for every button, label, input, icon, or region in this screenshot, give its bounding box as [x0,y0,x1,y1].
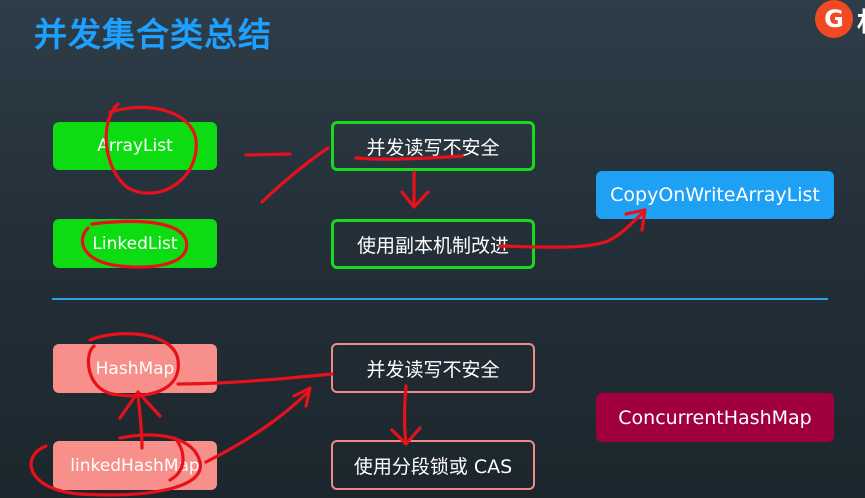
arraylist-label: ArrayList [97,136,173,156]
list-problem-label: 并发读写不安全 [366,136,500,159]
arraylist-box: ArrayList [53,122,217,170]
linkedhashmap-label: linkedHashMap [70,455,200,476]
map-solution-box: 使用分段锁或 CAS [331,440,535,490]
linkedlist-label: LinkedList [92,233,178,254]
list-solution-label: 使用副本机制改进 [356,234,509,257]
hashmap-box: HashMap [53,344,217,393]
brand-logo: G 林 [815,0,865,40]
map-problem-label: 并发读写不安全 [366,358,500,381]
linkedhashmap-link-annotation [204,390,310,464]
copyonwritearraylist-box: CopyOnWriteArrayList [596,171,834,219]
dash-annotation [244,152,292,157]
map-solution-label: 使用分段锁或 CAS [353,455,513,478]
hashmap-label: HashMap [95,358,175,379]
slash-annotation [260,146,330,204]
concurrenthashmap-label: ConcurrentHashMap [618,406,812,429]
concurrenthashmap-box: ConcurrentHashMap [596,393,834,442]
linkedhashmap-box: linkedHashMap [53,441,217,490]
copyonwritearraylist-label: CopyOnWriteArrayList [610,184,820,206]
map-problem-box: 并发读写不安全 [331,343,535,393]
list-problem-box: 并发读写不安全 [331,121,535,171]
map-down-arrow-annotation [402,384,408,444]
list-solution-box: 使用副本机制改进 [331,219,535,269]
brand-text: 林 [857,2,865,39]
page-title: 并发集合类总结 [34,15,272,54]
linkedlist-box: LinkedList [53,219,217,268]
section-divider [52,298,828,300]
brand-g-icon: G [815,0,853,38]
